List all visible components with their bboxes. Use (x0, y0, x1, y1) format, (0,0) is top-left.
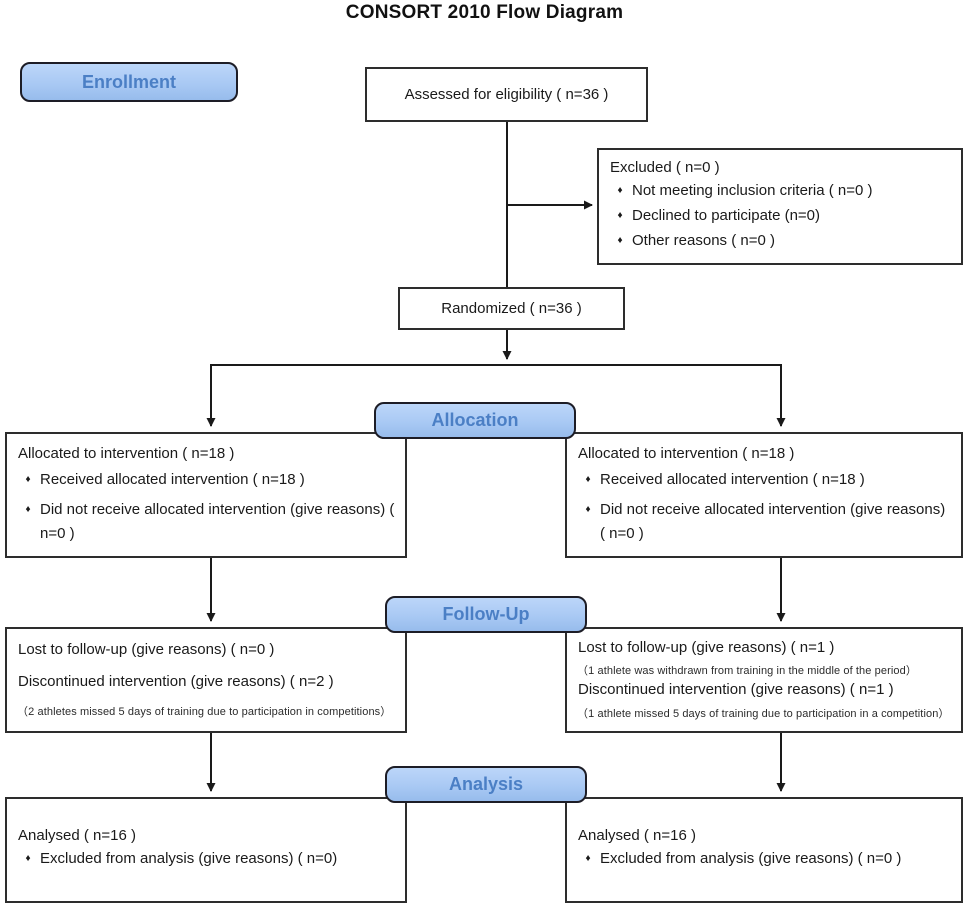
diamond-bullet-icon: ♦ (617, 185, 623, 196)
assessed-text: Assessed for eligibility ( n=36 ) (404, 86, 609, 103)
followup-left-note: （2 athletes missed 5 days of training du… (17, 706, 392, 718)
followup-box-right: Lost to follow-up (give reasons) ( n=1 )… (565, 627, 963, 733)
allocation-right-bullet-1: ♦ Received allocated intervention ( n=18… (576, 468, 952, 492)
stage-badge-allocation: Allocation (374, 402, 576, 439)
followup-left-line1: Lost to follow-up (give reasons) ( n=0 ) (18, 641, 275, 658)
analysis-right-title: Analysed ( n=16 ) (578, 827, 696, 844)
randomized-box: Randomized ( n=36 ) (398, 287, 625, 330)
diagram-title: CONSORT 2010 Flow Diagram (345, 2, 624, 23)
diamond-bullet-icon: ♦ (25, 853, 31, 864)
analysis-left-bullet: ♦ Excluded from analysis (give reasons) … (16, 848, 396, 869)
randomized-text: Randomized ( n=36 ) (441, 300, 582, 317)
followup-right-line1: Lost to follow-up (give reasons) ( n=1 ) (578, 639, 835, 656)
diamond-bullet-icon: ♦ (585, 504, 591, 515)
followup-box-left: Lost to follow-up (give reasons) ( n=0 )… (5, 627, 407, 733)
allocation-right-bullet-2: ♦ Did not receive allocated intervention… (576, 498, 952, 546)
followup-right-line2: Discontinued intervention (give reasons)… (578, 681, 894, 698)
allocation-left-bullet-2: ♦ Did not receive allocated intervention… (16, 498, 396, 546)
diamond-bullet-icon: ♦ (617, 235, 623, 246)
assessed-box: Assessed for eligibility ( n=36 ) (365, 67, 648, 122)
allocation-left-bullet-1: ♦ Received allocated intervention ( n=18… (16, 468, 396, 492)
followup-left-line2: Discontinued intervention (give reasons)… (18, 673, 334, 690)
allocation-right-title: Allocated to intervention ( n=18 ) (578, 445, 795, 462)
analysis-box-right: Analysed ( n=16 ) ♦ Excluded from analys… (565, 797, 963, 903)
stage-badge-analysis: Analysis (385, 766, 587, 803)
diamond-bullet-icon: ♦ (25, 504, 31, 515)
diamond-bullet-icon: ♦ (585, 853, 591, 864)
diamond-bullet-icon: ♦ (617, 210, 623, 221)
allocation-left-title: Allocated to intervention ( n=18 ) (18, 445, 235, 462)
analysis-left-title: Analysed ( n=16 ) (18, 827, 136, 844)
excluded-title: Excluded ( n=0 ) (610, 159, 720, 176)
excluded-bullet-2: ♦ Declined to participate (n=0) (608, 205, 952, 226)
stage-badge-enrollment: Enrollment (20, 62, 238, 102)
excluded-box: Excluded ( n=0 ) ♦ Not meeting inclusion… (597, 148, 963, 265)
followup-right-note2: （1 athlete missed 5 days of training due… (577, 708, 950, 720)
excluded-bullet-1: ♦ Not meeting inclusion criteria ( n=0 ) (608, 180, 952, 201)
analysis-box-left: Analysed ( n=16 ) ♦ Excluded from analys… (5, 797, 407, 903)
diamond-bullet-icon: ♦ (585, 474, 591, 485)
excluded-bullet-3: ♦ Other reasons ( n=0 ) (608, 230, 952, 251)
analysis-right-bullet: ♦ Excluded from analysis (give reasons) … (576, 848, 952, 869)
followup-right-note1: （1 athlete was withdrawn from training i… (577, 665, 917, 677)
stage-badge-followup: Follow-Up (385, 596, 587, 633)
allocation-box-left: Allocated to intervention ( n=18 ) ♦ Rec… (5, 432, 407, 558)
diamond-bullet-icon: ♦ (25, 474, 31, 485)
allocation-box-right: Allocated to intervention ( n=18 ) ♦ Rec… (565, 432, 963, 558)
